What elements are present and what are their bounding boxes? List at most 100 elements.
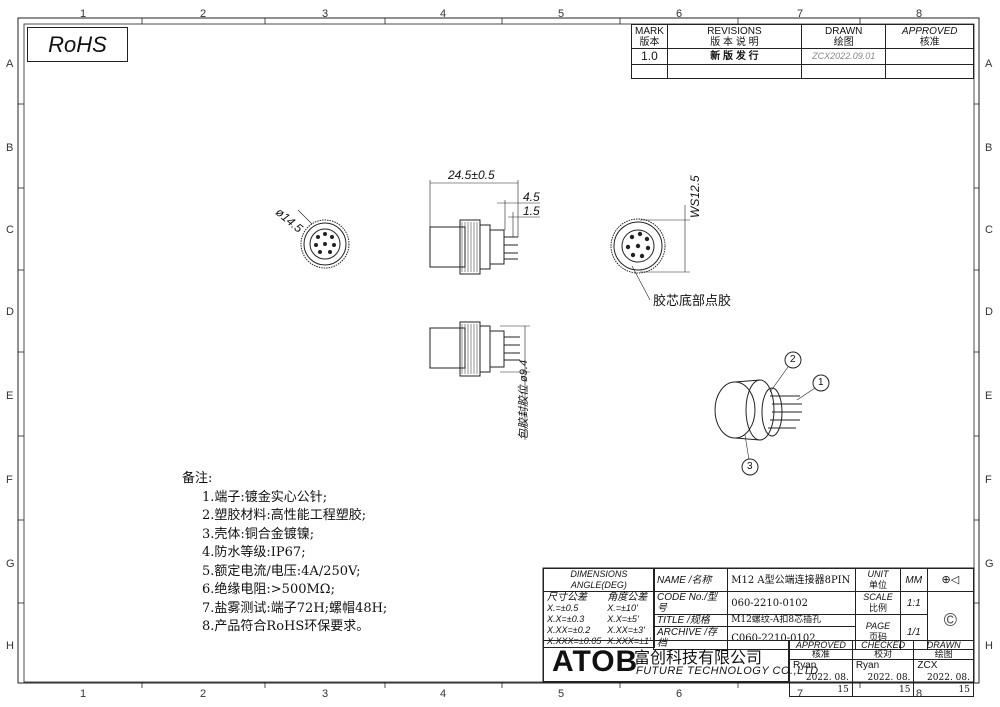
tb-title-value: M12螺纹-A扣8芯插孔 <box>727 614 857 627</box>
tb-title-label: TITLE /规格 <box>652 614 729 627</box>
note-item: 8.产品符合RoHS环保要求。 <box>202 619 370 634</box>
zone-row-b-right: B <box>985 142 993 154</box>
zone-row-a-right: A <box>985 58 993 70</box>
zone-row-b: B <box>6 142 14 154</box>
drawn-en: DRAWN <box>926 640 961 650</box>
drawn-date: 2022. 08. 15 <box>927 673 970 695</box>
zone-col-3-bottom: 3 <box>322 688 329 700</box>
zone-col-5-bottom: 5 <box>558 688 565 700</box>
company-name-cn: 富创科技有限公司 <box>634 648 763 667</box>
tb-name-label: NAME /名称 <box>652 568 729 592</box>
callout-1: 1 <box>818 377 824 388</box>
tb-scale-cn: 比例 <box>868 603 887 613</box>
zone-row-h-right: H <box>985 640 993 652</box>
rev-mark-en: MARK <box>635 25 664 37</box>
tb-scale-value: 1:1 <box>899 591 928 615</box>
tol-header: DIMENSIONS ANGLE(DEG) <box>543 568 655 592</box>
tol-size-row: X.XX=±0.2 <box>543 625 605 636</box>
dim-length: 24.5±0.5 <box>448 168 495 182</box>
tol-angle-row: X.XX=±3' <box>604 625 655 636</box>
side-view <box>429 180 540 275</box>
tb-archive-label: ARCHIVE /存档 <box>652 626 729 650</box>
approved-cn: 核准 <box>811 649 830 659</box>
zone-col-4-bottom: 4 <box>440 688 447 700</box>
zone-row-e: E <box>6 390 14 402</box>
front-view <box>297 209 350 269</box>
tol-angle-label: 角度公差 <box>604 591 655 603</box>
zone-col-8: 8 <box>916 8 923 20</box>
tb-unit-cn: 单位 <box>868 580 887 590</box>
glue-note: 胶芯底部点胶 <box>653 294 732 309</box>
zone-row-c-right: C <box>985 224 993 236</box>
approved-en: APPROVED <box>795 640 846 650</box>
approved-date: 2022. 08. 15 <box>805 673 849 695</box>
zone-col-5: 5 <box>558 8 565 20</box>
dim-4-5: 4.5 <box>523 190 540 204</box>
company-name-en: FUTURE TECHNOLOGY CO.,LTD <box>636 665 819 677</box>
zone-row-d: D <box>6 306 14 318</box>
notes-heading: 备注: <box>182 471 213 486</box>
zone-row-h: H <box>6 640 14 652</box>
rev-rev-en: REVISIONS <box>707 25 762 37</box>
tol-size-row: X.X=±0.3 <box>543 614 605 625</box>
rev-drawn-cn: 绘图 <box>833 36 854 48</box>
tolerance-table: DIMENSIONS ANGLE(DEG) 尺寸公差 角度公差 X.=±0.5 … <box>543 568 655 648</box>
zone-col-1: 1 <box>80 8 87 20</box>
approved-name: Ryan <box>793 660 817 671</box>
tb-page-cn: 页码 <box>868 632 887 642</box>
rev-mark-cn: 版本 <box>639 36 660 48</box>
tol-angle-row: X.X=±5' <box>604 614 655 625</box>
isometric-view <box>714 366 816 461</box>
rev-drawn-en: DRAWN <box>825 25 863 37</box>
zone-row-d-right: D <box>985 306 993 318</box>
zone-col-3: 3 <box>322 8 329 20</box>
checked-cn: 校对 <box>874 649 893 659</box>
tol-angle-row: X.=±10' <box>604 603 655 614</box>
notes: 备注: 1.端子:镀金实心公针; 2.塑胶材料:高性能工程塑胶; 3.壳体:铜合… <box>182 470 387 637</box>
rear-view <box>610 205 690 301</box>
section-view <box>429 321 530 440</box>
callout-3: 3 <box>747 461 753 472</box>
zone-col-2: 2 <box>200 8 207 20</box>
note-item: 7.盐雾测试:端子72H;螺帽48H; <box>202 600 388 616</box>
zone-row-c: C <box>6 224 14 236</box>
checked-en: CHECKED <box>861 640 906 650</box>
note-item: 2.塑胶材料:高性能工程塑胶; <box>202 508 367 523</box>
zone-col-2-bottom: 2 <box>200 688 207 700</box>
zone-row-g: G <box>6 558 15 570</box>
tb-name-value: M12 A型公端连接器8PIN <box>727 568 857 592</box>
rev-rev-cn: 版 本 说 明 <box>710 36 759 48</box>
zone-row-f-right: F <box>985 474 992 486</box>
zone-col-1-bottom: 1 <box>80 688 87 700</box>
note-item: 3.壳体:铜合金镀镍; <box>202 526 315 542</box>
drawn-name: ZCX <box>917 660 938 671</box>
company-block: ATOB 富创科技有限公司 FUTURE TECHNOLOGY CO.,LTD <box>543 640 818 682</box>
callout-2: 2 <box>790 354 796 365</box>
note-item: 5.额定电流/电压:4A/250V; <box>202 563 361 579</box>
projection-symbol: ⊕◁ <box>926 568 975 592</box>
rohs-mark: RoHS <box>27 27 128 62</box>
tb-unit-en: UNIT <box>867 569 889 579</box>
tb-code-value: 060-2210-0102 <box>727 591 857 615</box>
drawn-cn: 绘图 <box>934 649 953 659</box>
zone-col-6-bottom: 6 <box>676 688 683 700</box>
zone-col-4: 4 <box>440 8 447 20</box>
zone-row-a: A <box>6 58 14 70</box>
rev-approved-en: APPROVED <box>901 25 958 37</box>
dim-1-5: 1.5 <box>523 204 540 218</box>
zone-col-6: 6 <box>676 8 683 20</box>
checked-date: 2022. 08. 15 <box>867 673 911 695</box>
company-logo: ATOB <box>552 645 639 678</box>
tb-code-label: CODE No./型号 <box>652 591 729 615</box>
tb-page-en: PAGE <box>865 621 891 631</box>
note-item: 6.绝缘电阻:>500MΩ; <box>202 582 335 597</box>
tol-size-label: 尺寸公差 <box>543 591 605 603</box>
note-item: 4.防水等级:IP67; <box>202 545 306 560</box>
tol-size-row: X.=±0.5 <box>543 603 605 614</box>
